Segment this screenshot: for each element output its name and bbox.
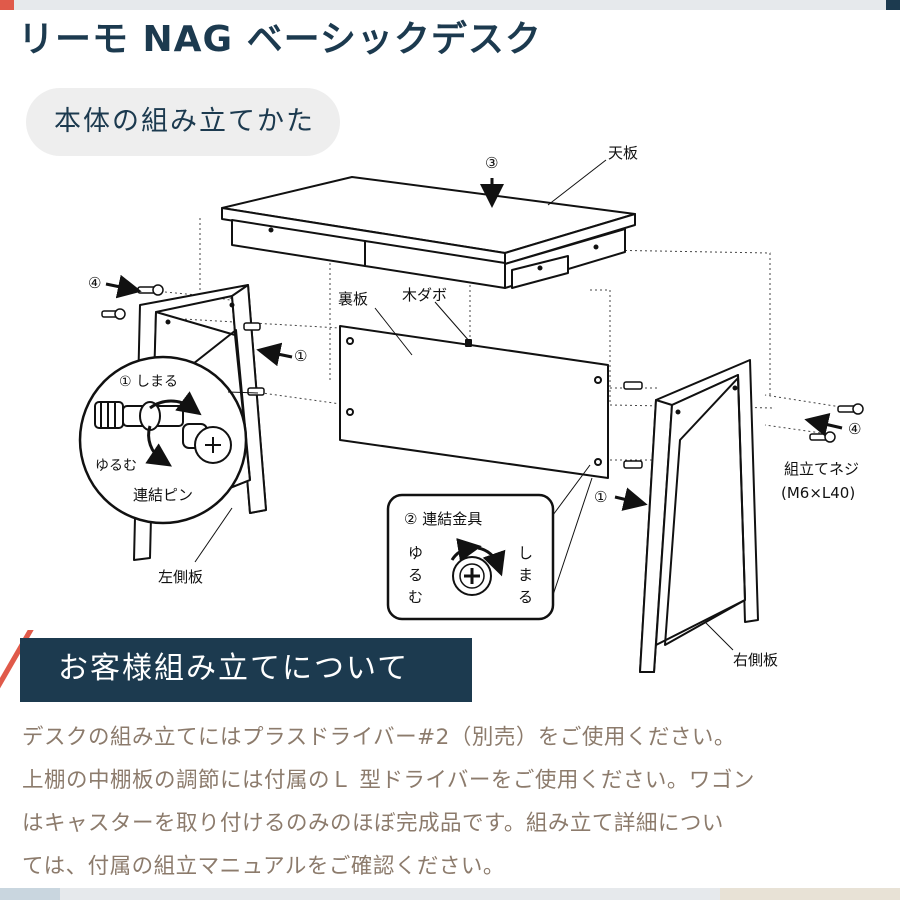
step-marker-1-right: ① (594, 488, 607, 506)
fitting-tighten-char-2: ま (518, 566, 533, 584)
assembly-note-line-1: デスクの組み立てにはプラスドライバー#2（別売）をご使用ください。 (22, 725, 736, 750)
right-side-panel (639, 359, 759, 673)
step-marker-4-left: ④ (88, 274, 101, 292)
top-board (221, 176, 636, 289)
fitting-detail: ② 連結金具 ゆ る む し ま る (386, 464, 593, 621)
top-band-navy-accent (886, 0, 900, 10)
page-title: リーモ NAG ベーシックデスク (18, 19, 542, 60)
step-markers: ④ ① ③ ① ④ (88, 154, 861, 506)
bottom-band-blue-accent (0, 888, 60, 900)
fitting-tighten-char-3: る (518, 588, 533, 606)
step-marker-4-right: ④ (848, 420, 861, 438)
step-arrows (105, 178, 843, 511)
label-left-side: 左側板 (158, 568, 203, 586)
fitting-loosen-char-2: る (408, 566, 423, 584)
label-wood-dowel: 木ダボ (402, 286, 447, 304)
label-screw-spec: (M6×L40) (781, 484, 855, 502)
label-back-board: 裏板 (338, 290, 368, 308)
back-board (339, 325, 609, 479)
assembly-notes: デスクの組み立てにはプラスドライバー#2（別売）をご使用ください。 上棚の中棚板… (22, 716, 894, 888)
fitting-title-label: ② 連結金具 (404, 510, 482, 528)
fitting-loosen-char-1: ゆ (408, 544, 423, 562)
bottom-band (0, 888, 900, 900)
pin-name-label: 連結ピン (133, 486, 193, 504)
fitting-loosen-char-3: む (408, 588, 423, 606)
section-heading-box (20, 638, 472, 702)
label-top-board: 天板 (608, 144, 638, 162)
top-band-red-accent (0, 0, 14, 10)
assembly-note-line-3: はキャスターを取り付けるのみのほぼ完成品です。組み立て詳細につい (22, 811, 724, 836)
label-screw: 組立てネジ (784, 460, 859, 478)
pin-detail: ① しまる ゆるむ 連結ピン (78, 355, 259, 525)
assembly-note-line-4: ては、付属の組立マニュアルをご確認ください。 (22, 854, 505, 879)
page-subtitle: 本体の組み立てかた (54, 106, 315, 137)
assembly-note-line-2: 上棚の中棚板の調節には付属のＬ 型ドライバーをご使用ください。ワゴン (22, 768, 755, 793)
leader-lines (194, 159, 734, 651)
subtitle-pill (26, 88, 340, 156)
bottom-band-beige-accent (720, 888, 900, 900)
pin-loosen-label: ゆるむ (95, 458, 137, 474)
fitting-tighten-char-1: し (518, 544, 533, 562)
top-band (0, 0, 900, 10)
step-marker-3: ③ (485, 154, 498, 172)
pin-tighten-label: ① しまる (119, 374, 178, 390)
label-right-side: 右側板 (733, 651, 778, 669)
step-marker-1-left: ① (294, 347, 307, 365)
section-heading: お客様組み立てについて (58, 651, 410, 686)
